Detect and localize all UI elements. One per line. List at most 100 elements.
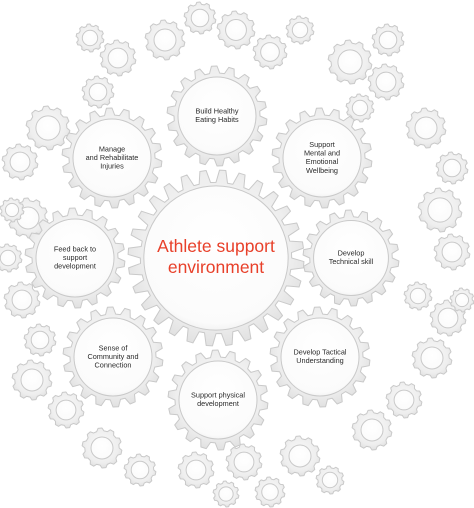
- background-gear-10-hub: [351, 99, 369, 117]
- gear-rehabilitate-injuries-label-line-1: Manage: [99, 144, 125, 153]
- background-gear-2-hub: [190, 8, 210, 28]
- background-gear-12-hub: [9, 151, 31, 173]
- gear-support-development-hub: [35, 218, 115, 298]
- gear-support-development-label-line-2: support: [63, 253, 87, 262]
- background-gear-30: [279, 435, 321, 477]
- background-gear-36: [75, 23, 105, 53]
- gear-tactical-understanding-hub: [280, 317, 360, 397]
- background-gear-38-hub: [4, 202, 20, 218]
- background-gear-14: [435, 151, 469, 185]
- background-gear-21-hub: [30, 330, 50, 350]
- background-gear-16-hub: [0, 249, 17, 267]
- background-gear-14-hub: [442, 158, 462, 178]
- background-gear-5: [285, 15, 315, 45]
- gear-rehabilitate-injuries-label-line-3: Injuries: [100, 162, 124, 171]
- background-gear-31: [315, 465, 345, 495]
- background-gear-19: [403, 281, 433, 311]
- gear-tactical-understanding-label-line-2: Understanding: [296, 356, 343, 365]
- gear-mental-wellbeing-hub: [282, 118, 362, 198]
- background-gear-31-hub: [321, 471, 339, 489]
- gear-rehabilitate-injuries-label-line-2: and Rehabilitate: [86, 153, 139, 162]
- background-gear-34-hub: [218, 486, 234, 502]
- center-label-line-1: Athlete support: [157, 236, 275, 256]
- background-gear-1-hub: [153, 28, 177, 52]
- background-gear-13: [405, 107, 447, 149]
- background-gear-17: [417, 187, 463, 233]
- gear-healthy-eating-label-line-2: Eating Habits: [195, 115, 239, 124]
- background-gear-37: [371, 23, 405, 57]
- background-gear-25: [47, 391, 85, 429]
- background-gear-29: [123, 453, 157, 487]
- background-gear-20: [3, 281, 41, 319]
- background-gear-9-hub: [375, 71, 397, 93]
- gear-tactical-understanding-label-line-1: Develop Tactical: [294, 348, 347, 357]
- background-gear-28-hub: [90, 436, 114, 460]
- gear-mental-wellbeing-label-line-2: Mental and: [304, 149, 340, 158]
- background-gear-22-hub: [437, 307, 459, 329]
- background-gear-30-hub: [288, 444, 312, 468]
- background-gear-34: [212, 480, 240, 508]
- background-gear-26: [385, 381, 423, 419]
- gear-center-athlete-support-hub: [143, 185, 289, 331]
- gear-mental-wellbeing-label-line-3: Emotional: [306, 157, 339, 166]
- background-gear-23: [411, 337, 453, 379]
- background-gear-1: [144, 19, 186, 61]
- background-gear-24-hub: [20, 368, 44, 392]
- background-gear-13-hub: [414, 116, 438, 140]
- background-gear-8-hub: [337, 49, 363, 75]
- background-gear-19-hub: [409, 287, 427, 305]
- background-gear-8: [327, 39, 373, 85]
- background-gear-39: [449, 287, 474, 313]
- gear-physical-development-hub: [178, 360, 258, 440]
- background-gear-7: [81, 75, 115, 109]
- background-gear-27-hub: [360, 418, 384, 442]
- background-gear-18-hub: [441, 241, 463, 263]
- background-gear-10: [345, 93, 375, 123]
- background-gear-26-hub: [393, 389, 415, 411]
- background-gear-25-hub: [55, 399, 77, 421]
- background-gear-4: [252, 34, 288, 70]
- background-gear-11-hub: [35, 115, 61, 141]
- gear-technical-skill-hub: [313, 220, 389, 296]
- background-gear-38: [0, 197, 25, 223]
- background-gear-5-hub: [291, 21, 309, 39]
- gear-healthy-eating-hub: [177, 76, 257, 156]
- background-gear-6: [99, 39, 137, 77]
- gear-physical-development-label-line-1: Support physical: [191, 391, 245, 400]
- background-gear-32-hub: [185, 459, 207, 481]
- gear-mental-wellbeing-label-line-4: Wellbeing: [306, 166, 338, 175]
- background-gear-39-hub: [454, 292, 470, 308]
- gear-community-connection-label-line-1: Sense of: [99, 343, 129, 352]
- background-gear-9: [367, 63, 405, 101]
- background-gear-7-hub: [88, 82, 108, 102]
- background-gear-35: [254, 476, 286, 508]
- gear-healthy-eating-label-line-1: Build Healthy: [196, 107, 239, 116]
- background-gear-29-hub: [130, 460, 150, 480]
- background-gear-16: [0, 243, 23, 273]
- background-gear-3-hub: [225, 19, 247, 41]
- gear-technical-skill-label-line-1: Develop: [338, 249, 365, 258]
- gear-rehabilitate-injuries-hub: [72, 118, 152, 198]
- background-gear-3: [216, 10, 256, 50]
- background-gear-11: [25, 105, 71, 151]
- background-gear-6-hub: [107, 47, 129, 69]
- gear-community-connection-label-line-3: Connection: [95, 361, 132, 370]
- background-gear-33: [225, 443, 263, 481]
- background-gear-37-hub: [378, 30, 398, 50]
- background-gear-17-hub: [427, 197, 453, 223]
- background-gear-2: [183, 1, 217, 35]
- background-gear-33-hub: [233, 451, 255, 473]
- background-gear-36-hub: [81, 29, 99, 47]
- gear-community-connection-label-line-2: Community and: [87, 352, 138, 361]
- background-gear-20-hub: [11, 289, 33, 311]
- background-gear-4-hub: [260, 42, 280, 62]
- gear-support-development-label-line-1: Feed back to: [54, 244, 96, 253]
- center-label-line-2: environment: [168, 257, 264, 277]
- background-gear-18: [433, 233, 471, 271]
- gear-mental-wellbeing-label-line-1: Support: [309, 140, 335, 149]
